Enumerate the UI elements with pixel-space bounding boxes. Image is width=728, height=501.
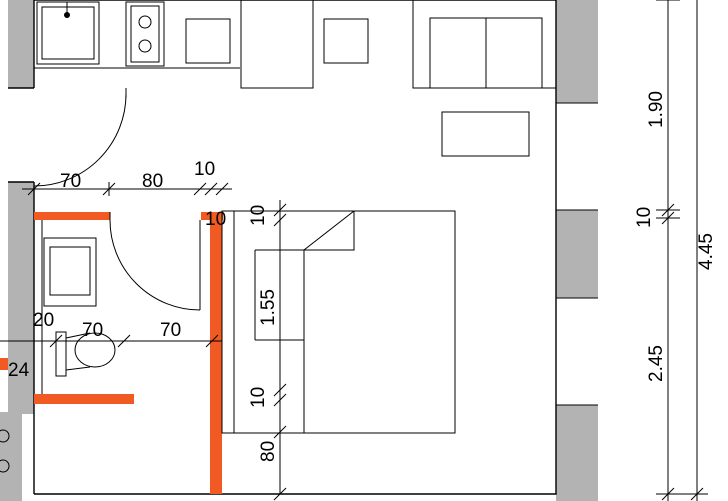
table: [240, 0, 314, 89]
dim-label-top-80: 80: [142, 171, 163, 192]
wall-right-top: [556, 0, 598, 103]
wall-left-top: [8, 0, 34, 88]
room-outline: [34, 0, 557, 495]
dim-label-bed-80: 80: [258, 441, 279, 462]
bathroom-door-arc: [109, 219, 201, 311]
bathroom-wall-right: [210, 212, 222, 494]
toilet-edge: [65, 366, 91, 371]
dimension-tick: [117, 334, 131, 348]
sink: [36, 1, 100, 65]
wall-right-mid: [556, 210, 598, 298]
dimension-tick: [27, 182, 41, 196]
dim-label-bath-20: 20: [33, 310, 54, 331]
chair: [185, 18, 231, 64]
dim-label-left-24: 24: [8, 360, 30, 381]
dimension-tick: [661, 203, 675, 217]
toilet-edge: [65, 332, 91, 339]
wall-left-bottom: [0, 412, 22, 501]
burner-icon: [138, 15, 152, 29]
dim-label-bath-70: 70: [82, 320, 103, 341]
socket-icon: [0, 429, 10, 443]
dim-label-top-10: 10: [194, 159, 215, 180]
burner-icon: [138, 39, 152, 53]
dim-label-bed-bottom-10: 10: [248, 387, 269, 408]
dimension-tick: [690, 487, 704, 501]
dim-label-bed-155: 1.55: [258, 289, 279, 326]
dimension-tick: [273, 487, 287, 501]
dim-label-side-445: 4.45: [696, 233, 717, 270]
wall-left-mid: [8, 182, 34, 414]
wardrobe: [412, 0, 557, 89]
toilet-tank: [55, 331, 67, 377]
dim-label-side-245: 2.45: [646, 345, 667, 382]
dimension-tick: [661, 211, 675, 225]
wall-right-bottom: [556, 405, 598, 501]
dim-label-bed-top-10: 10: [248, 205, 269, 226]
toilet-bowl: [74, 332, 116, 368]
dimension-tick: [205, 334, 219, 348]
stove-top: [130, 5, 160, 63]
stove: [125, 1, 165, 67]
dimension-tick: [49, 334, 63, 348]
bathroom-wall-bottom: [34, 394, 134, 404]
bed-blanket: [303, 210, 355, 433]
sink-basin: [41, 6, 95, 60]
bed-blanket-fold: [304, 211, 355, 251]
washbasin-bowl: [49, 246, 91, 296]
entrance-door-arc: [33, 93, 127, 187]
dimension-tick: [204, 182, 218, 196]
dimension-tick: [273, 213, 287, 227]
bathroom-wall-top: [34, 212, 110, 220]
dim-label-side-190: 1.90: [646, 91, 667, 128]
dim-label-right-10: 10: [205, 209, 226, 230]
dimension-tick: [215, 182, 229, 196]
chair: [323, 18, 369, 64]
dimension-tick: [193, 182, 207, 196]
desk: [441, 111, 530, 157]
dimension-tick: [661, 487, 675, 501]
sink-drain-icon: [64, 12, 70, 18]
wall-accent-left: [0, 358, 8, 370]
socket-icon: [0, 459, 10, 473]
dimension-tick: [273, 393, 287, 407]
dimension-tick: [273, 203, 287, 217]
dim-label-top-70: 70: [60, 171, 81, 192]
dim-label-mid-70: 70: [160, 320, 181, 341]
bed: [221, 210, 456, 434]
dim-label-side-10: 10: [634, 207, 655, 228]
dimension-tick: [273, 425, 287, 439]
dimension-tick: [273, 383, 287, 397]
washbasin: [43, 237, 97, 307]
